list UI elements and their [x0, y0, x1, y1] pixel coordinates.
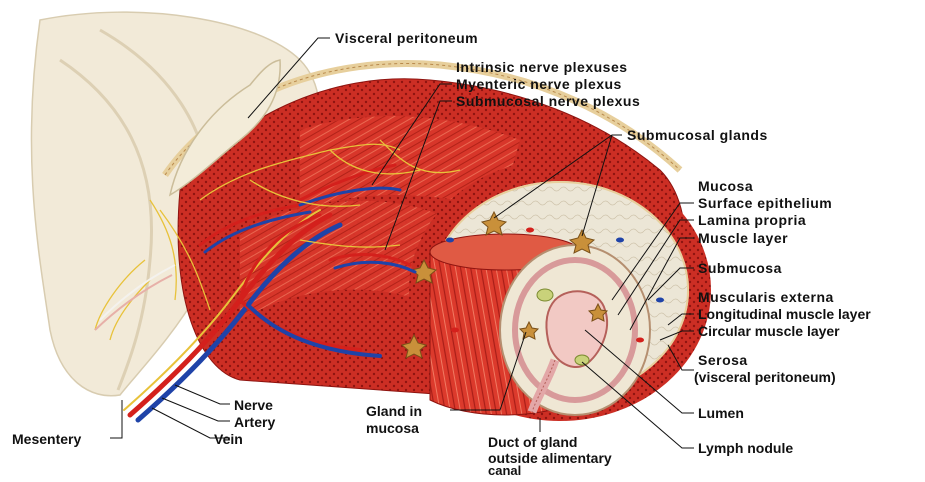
label-mucosa: Mucosa	[698, 178, 753, 194]
label-artery: Artery	[234, 414, 275, 430]
label-surface-epithelium: Surface epithelium	[698, 195, 832, 211]
label-duct-line3: canal	[488, 464, 521, 477]
label-mesentery: Mesentery	[12, 431, 81, 447]
label-submucosal-glands: Submucosal glands	[627, 127, 768, 143]
label-submucosal-nerve-plexus: Submucosal nerve plexus	[456, 93, 640, 109]
label-serosa-sub: (visceral peritoneum)	[694, 369, 836, 385]
label-longitudinal-muscle-layer: Longitudinal muscle layer	[698, 306, 871, 322]
label-duct-line1: Duct of gland	[488, 434, 577, 450]
label-serosa: Serosa	[698, 352, 748, 368]
label-muscularis-externa: Muscularis externa	[698, 289, 834, 305]
label-nerve: Nerve	[234, 397, 273, 413]
label-gland-line2: mucosa	[366, 420, 419, 436]
label-muscle-layer: Muscle layer	[698, 230, 788, 246]
label-lumen: Lumen	[698, 405, 744, 421]
label-gland-line1: Gland in	[366, 403, 422, 419]
label-lymph-nodule: Lymph nodule	[698, 440, 793, 456]
label-visceral-peritoneum: Visceral peritoneum	[335, 30, 478, 46]
lymph-nodule	[537, 289, 553, 301]
label-circular-muscle-layer: Circular muscle layer	[698, 323, 840, 339]
label-myenteric-nerve-plexus: Myenteric nerve plexus	[456, 76, 622, 92]
label-vein: Vein	[214, 431, 243, 447]
label-intrinsic-nerve-plexuses: Intrinsic nerve plexuses	[456, 59, 628, 75]
label-lamina-propria: Lamina propria	[698, 212, 806, 228]
label-submucosa: Submucosa	[698, 260, 782, 276]
